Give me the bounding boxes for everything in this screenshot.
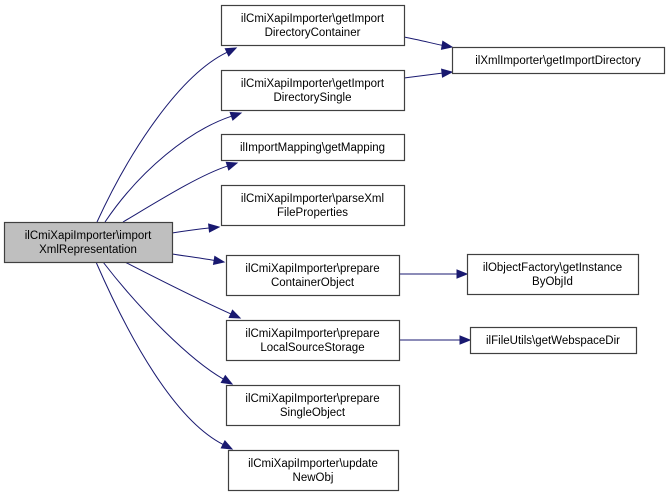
node-root[interactable]: ilCmiXapiImporter\importXmlRepresentatio… (3, 221, 174, 264)
edge-line (171, 253, 215, 261)
node-getImportDirectoryContainer[interactable]: ilCmiXapiImporter\getImportDirectoryCont… (220, 4, 406, 47)
node-label-line: ilCmiXapiImporter\prepare (245, 328, 379, 340)
arrowhead-icon (220, 440, 234, 450)
arrowhead-icon (220, 374, 234, 385)
node-box[interactable] (225, 319, 401, 362)
edge-root-to-updateNewObj (95, 261, 234, 450)
arrowhead-icon (224, 47, 238, 57)
edge-line (403, 36, 443, 46)
edge-prepareLocalSourceStorage-to-getWebspaceDir (399, 335, 472, 345)
node-label-line: FileProperties (277, 207, 348, 219)
node-box[interactable] (225, 384, 401, 427)
arrowhead-icon (440, 40, 454, 50)
edge-root-to-prepareLocalSourceStorage (124, 261, 242, 319)
edge-root-to-getMapping (122, 161, 239, 223)
node-getImportDirectory[interactable]: ilXmlImporter\getImportDirectory (451, 46, 666, 75)
node-box[interactable] (225, 254, 401, 297)
arrowhead-icon (456, 269, 469, 279)
node-box[interactable] (220, 69, 406, 112)
edge-prepareContainerObject-to-getInstanceByObjId (398, 269, 469, 279)
node-label-line: DirectorySingle (274, 92, 352, 104)
node-label-line: NewObj (293, 472, 334, 484)
node-label-line: ilObjectFactory\getInstance (483, 262, 622, 274)
node-getMapping[interactable]: ilImportMapping\getMapping (220, 133, 406, 162)
node-label-line: SingleObject (280, 407, 346, 419)
arrowhead-icon (212, 255, 226, 265)
edge-line (104, 115, 232, 223)
edge-line (124, 261, 232, 315)
node-label-line: ilCmiXapiImporter\import (25, 230, 152, 242)
node-box[interactable] (220, 133, 406, 162)
edge-root-to-prepareContainerObject (171, 253, 226, 265)
arrowhead-icon (229, 111, 243, 121)
node-label-line: ilCmiXapiImporter\prepare (245, 393, 379, 405)
node-label-line: ilCmiXapiImporter\parseXml (241, 193, 384, 205)
node-label-line: ContainerObject (271, 277, 355, 289)
edge-line (95, 261, 224, 445)
node-label-line: ilFileUtils\getWebspaceDir (486, 335, 620, 347)
edge-line (171, 227, 210, 234)
edge-getImportDirectoryContainer-to-getImportDirectory (403, 36, 454, 50)
edge-line (403, 72, 443, 79)
node-label-line: ilCmiXapiImporter\getImport (241, 13, 385, 25)
node-box[interactable] (227, 449, 400, 492)
node-label-line: ilImportMapping\getMapping (240, 142, 385, 154)
node-label-line: LocalSourceStorage (260, 342, 364, 354)
edge-root-to-prepareSingleObject (102, 261, 234, 385)
node-label-line: ByObjId (532, 276, 573, 288)
edge-line (122, 165, 228, 223)
edge-root-to-parseXmlFileProperties (171, 223, 221, 234)
node-box[interactable] (3, 221, 174, 264)
node-prepareLocalSourceStorage[interactable]: ilCmiXapiImporter\prepareLocalSourceStor… (225, 319, 401, 362)
node-label-line: XmlRepresentation (39, 244, 137, 256)
node-label-line: DirectoryContainer (265, 27, 361, 39)
arrowhead-icon (441, 68, 454, 78)
arrowhead-icon (225, 161, 239, 171)
nodes-layer: ilCmiXapiImporter\importXmlRepresentatio… (3, 4, 666, 492)
arrowhead-icon (459, 335, 472, 345)
node-box[interactable] (451, 46, 666, 75)
node-box[interactable] (220, 4, 406, 47)
node-getImportDirectorySingle[interactable]: ilCmiXapiImporter\getImportDirectorySing… (220, 69, 406, 112)
edge-root-to-getImportDirectorySingle (104, 111, 243, 223)
node-label-line: ilCmiXapiImporter\getImport (241, 78, 385, 90)
node-box[interactable] (469, 326, 638, 355)
node-label-line: ilCmiXapiImporter\update (248, 458, 378, 470)
node-label-line: ilCmiXapiImporter\prepare (245, 263, 379, 275)
edge-line (96, 51, 228, 223)
edges-layer (95, 36, 472, 450)
edge-root-to-getImportDirectoryContainer (96, 47, 238, 223)
node-box[interactable] (466, 253, 640, 296)
edge-getImportDirectorySingle-to-getImportDirectory (403, 68, 454, 79)
node-getWebspaceDir[interactable]: ilFileUtils\getWebspaceDir (469, 326, 638, 355)
edge-line (102, 261, 224, 380)
arrowhead-icon (228, 309, 242, 319)
node-box[interactable] (220, 184, 406, 227)
arrowhead-icon (208, 223, 221, 233)
node-label-line: ilXmlImporter\getImportDirectory (475, 55, 641, 67)
